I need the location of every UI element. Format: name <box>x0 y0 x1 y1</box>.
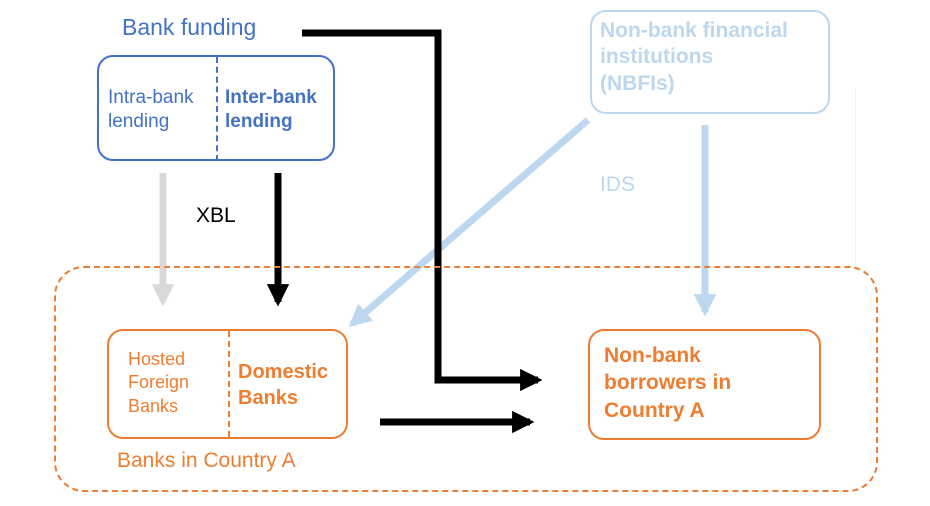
nbfi-to-banks-arrow <box>348 117 591 327</box>
bank-funding-title: Bank funding <box>122 14 257 40</box>
inter-bank-lending-label: Inter-bank lending <box>225 87 317 132</box>
country-a-boundary <box>54 266 878 492</box>
domestic-banks-label: Domestic Banks <box>238 361 329 409</box>
non-bank-borrowers-label: Non-bank borrowers in Country A <box>604 344 732 422</box>
background-guide-line <box>855 88 878 268</box>
banks-divider <box>228 331 230 437</box>
intra-bank-lending-label: Intra-bank lending <box>108 87 194 132</box>
banks-in-country-box <box>107 329 348 439</box>
nbfi-label: Non-bank financial institutions (NBFIs) <box>600 19 788 95</box>
bank-funding-divider <box>216 57 218 161</box>
ids-label: IDS <box>600 173 636 196</box>
direct-funding-arrow <box>302 29 543 392</box>
non-bank-borrowers-box <box>588 329 821 440</box>
hosted-foreign-banks-label: Hosted Foreign Banks <box>128 349 190 416</box>
xbl-label: XBL <box>196 204 236 227</box>
banks-in-country-caption: Banks in Country A <box>117 449 296 472</box>
nbfi-box <box>590 10 830 114</box>
